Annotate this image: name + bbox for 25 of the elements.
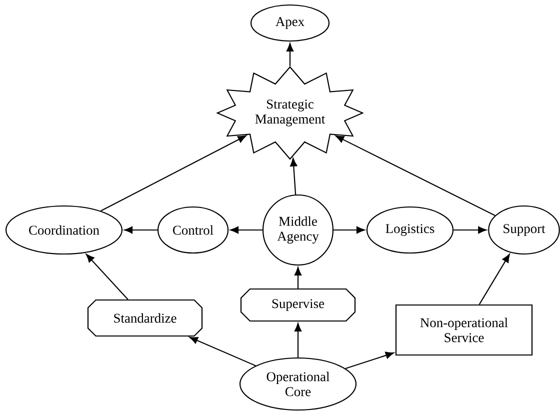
hexagon-node: Standardize	[87, 299, 203, 337]
arrow	[336, 136, 496, 216]
arrow	[86, 254, 128, 300]
ellipse-node: Support	[488, 205, 560, 255]
process-box: Non-operational Service	[395, 304, 533, 356]
arrow	[294, 267, 302, 288]
ellipse-node: Apex	[250, 4, 330, 42]
arrow	[294, 323, 302, 358]
arrow	[454, 226, 487, 234]
arrow	[189, 336, 256, 366]
starburst-node: Strategic Management	[216, 66, 364, 160]
arrow	[290, 158, 298, 195]
arrow	[124, 226, 158, 234]
arrow	[286, 43, 294, 66]
arrow	[345, 352, 394, 370]
ellipse-node: Operational Core	[239, 357, 357, 411]
ellipse-node: Coordination	[5, 205, 123, 255]
arrow	[100, 135, 246, 212]
arrow	[478, 254, 510, 305]
circle-node: Middle Agency	[262, 194, 334, 266]
ellipse-node: Control	[157, 206, 229, 254]
arrow	[230, 226, 262, 234]
hexagon-node: Supervise	[240, 288, 356, 322]
arrow	[334, 226, 365, 234]
ellipse-node: Logistics	[366, 206, 454, 254]
